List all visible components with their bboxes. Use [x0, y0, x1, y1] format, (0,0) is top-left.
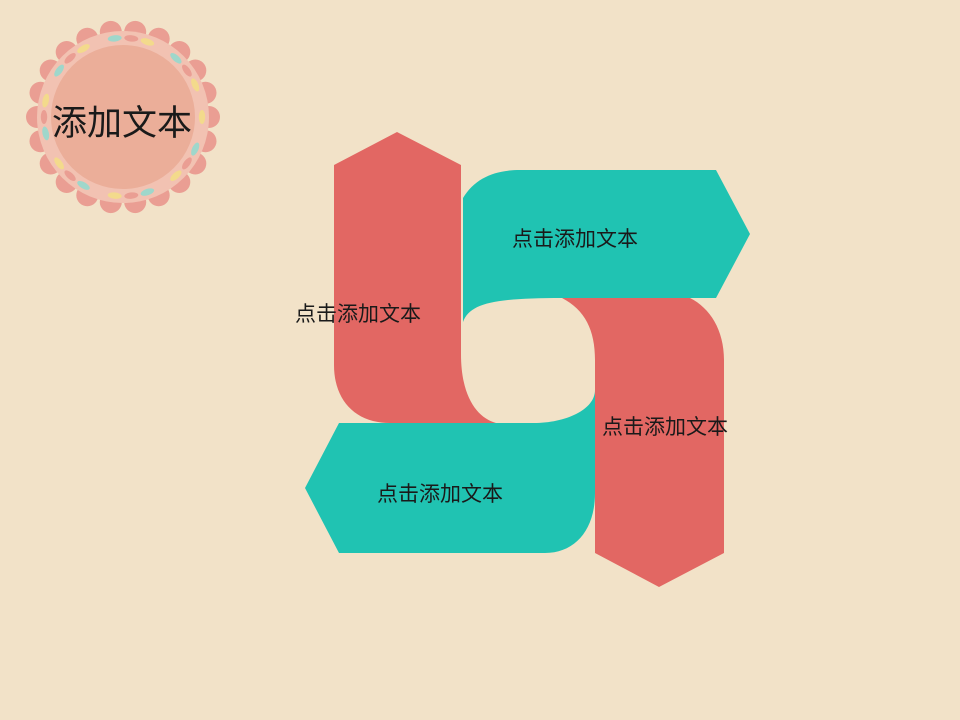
ribbon-left-up-arrow — [334, 132, 496, 423]
badge-leaf — [170, 170, 182, 181]
label-bottom-ribbon[interactable]: 点击添加文本 — [377, 482, 503, 506]
badge-leaf — [77, 44, 90, 54]
badge-leaf — [107, 35, 122, 42]
badge-leaf — [40, 110, 48, 124]
badge-leaf — [156, 180, 169, 190]
badge-leaf — [191, 78, 200, 92]
badge-leaf — [124, 35, 139, 42]
badge-leaf — [140, 38, 155, 46]
badge-title[interactable]: 添加文本 — [51, 104, 192, 144]
ribbon-right-down-arrow — [562, 298, 724, 587]
badge-leaf — [196, 93, 204, 108]
label-top-ribbon[interactable]: 点击添加文本 — [512, 227, 638, 251]
badge-leaf — [191, 142, 200, 156]
badge-leaf — [124, 192, 139, 199]
badge-leaf — [54, 157, 64, 170]
badge-leaf-border — [40, 35, 206, 199]
label-right-ribbon[interactable]: 点击添加文本 — [602, 415, 728, 439]
badge-leaf — [107, 192, 122, 199]
badge-leaf — [182, 64, 192, 77]
badge-leaf — [140, 188, 155, 196]
badge-leaf — [77, 180, 90, 190]
badge-leaf — [42, 93, 50, 108]
badge-leaf — [198, 110, 206, 124]
badge-leaf — [196, 126, 204, 141]
badge-leaf — [91, 38, 106, 46]
badge-leaf — [42, 126, 50, 141]
badge-leaf — [54, 64, 64, 77]
label-left-ribbon[interactable]: 点击添加文本 — [295, 302, 421, 326]
badge-leaf — [46, 78, 55, 92]
badge-leaf — [64, 53, 76, 64]
ribbon-top-right-arrow — [463, 170, 750, 322]
badge-leaf — [64, 170, 76, 181]
badge-center — [51, 45, 195, 189]
badge-leaf — [156, 44, 169, 54]
badge-leaf — [91, 188, 106, 196]
badge-leaf — [170, 53, 182, 64]
ribbon-bottom-left-arrow — [305, 390, 595, 553]
badge-seal — [26, 20, 220, 214]
badge-leaf — [182, 157, 192, 170]
badge-leaf — [46, 142, 55, 156]
